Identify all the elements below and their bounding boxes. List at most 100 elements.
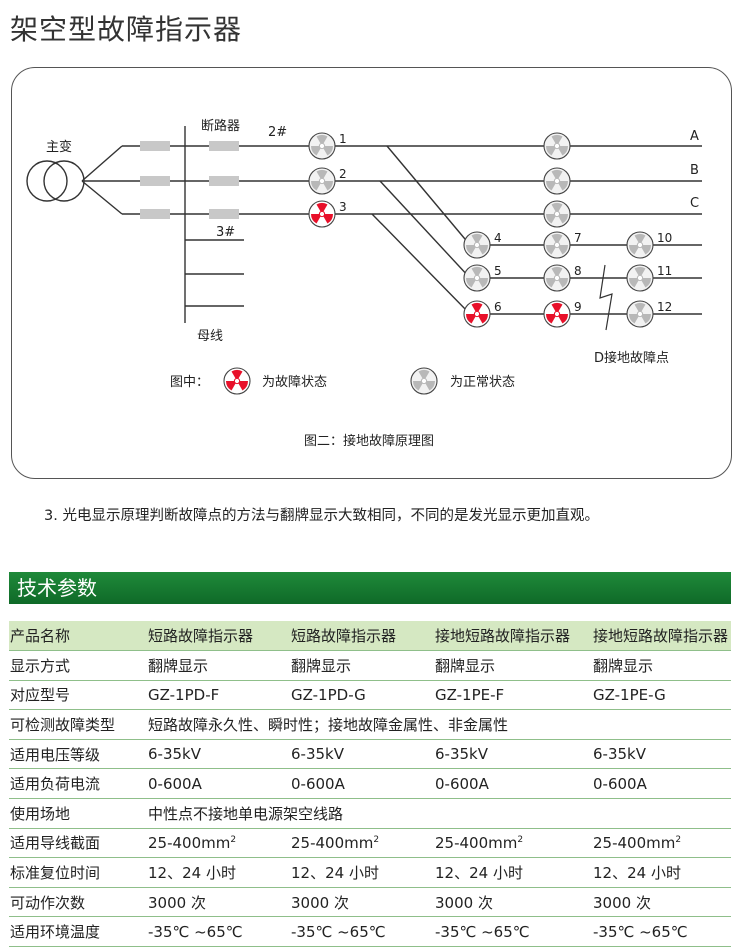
indicator-number: 11 <box>657 264 672 278</box>
table-cell: 0-600A <box>593 769 731 799</box>
phase-b-label: B <box>690 163 699 178</box>
row-label: 可检测故障类型 <box>10 716 116 735</box>
table-cell: 3000 次 <box>435 887 593 917</box>
phase-c-label: C <box>690 196 699 211</box>
normal-indicator-icon <box>463 231 491 259</box>
cell-value: 12、24 小时 <box>435 864 523 883</box>
superscript: 2 <box>517 834 524 845</box>
table-cell: -35℃ ~65℃ <box>435 917 593 947</box>
cell-value: 3000 次 <box>593 893 651 912</box>
table-cell: 25-400mm2 <box>148 828 291 858</box>
cell-value: 25-400mm <box>593 833 676 852</box>
spec-table: 产品名称短路故障指示器短路故障指示器接地短路故障指示器接地短路故障指示器显示方式… <box>9 621 731 947</box>
table-cell: -35℃ ~65℃ <box>148 917 291 947</box>
cell-value: 3000 次 <box>291 893 349 912</box>
principle-note: 3. 光电显示原理判断故障点的方法与翻牌显示大致相同，不同的是发光显示更加直观。 <box>44 508 599 524</box>
indicator-number: 10 <box>657 231 672 245</box>
table-cell: 6-35kV <box>291 739 435 769</box>
cell-value: 3000 次 <box>148 893 206 912</box>
indicator-number: 8 <box>574 264 582 278</box>
row-label: 适用电压等级 <box>10 745 101 764</box>
normal-indicator-icon <box>543 264 571 292</box>
indicator-number: 3 <box>339 200 347 214</box>
row-label: 适用环境温度 <box>10 923 101 942</box>
row-label: 可动作次数 <box>10 893 86 912</box>
indicator-number: 1 <box>339 132 347 146</box>
cell-value: -35℃ ~65℃ <box>291 922 386 941</box>
cell-value: GZ-1PE-G <box>593 685 666 704</box>
table-row: 适用环境温度-35℃ ~65℃-35℃ ~65℃-35℃ ~65℃-35℃ ~6… <box>9 917 731 947</box>
table-cell: 0-600A <box>291 769 435 799</box>
table-cell: GZ-1PD-F <box>148 680 291 710</box>
cell-value: GZ-1PD-G <box>291 685 366 704</box>
busbar-label: 母线 <box>197 329 223 344</box>
table-cell: 短路故障永久性、瞬时性；接地故障金属性、非金属性 <box>148 716 509 735</box>
table-cell: GZ-1PD-G <box>291 680 435 710</box>
table-cell: 12、24 小时 <box>435 858 593 888</box>
indicator-number: 2 <box>339 167 347 181</box>
cell-value: 翻牌显示 <box>435 656 496 675</box>
legend-normal-text: 为正常状态 <box>450 375 515 390</box>
cell-value: 接地短路故障指示器 <box>593 627 729 646</box>
cell-value: 12、24 小时 <box>148 864 236 883</box>
table-cell: 25-400mm2 <box>291 828 435 858</box>
insulator <box>209 141 239 151</box>
normal-indicator-icon <box>626 300 654 328</box>
legend-fault-icon <box>223 367 251 395</box>
table-cell: 中性点不接地单电源架空线路 <box>148 804 344 823</box>
cell-value: 0-600A <box>291 774 345 793</box>
cell-value: 短路故障指示器 <box>291 627 397 646</box>
cell-value: 25-400mm <box>291 833 374 852</box>
table-cell: GZ-1PE-G <box>593 680 731 710</box>
cell-value: -35℃ ~65℃ <box>435 922 530 941</box>
cell-value: 6-35kV <box>148 745 201 764</box>
table-cell: 12、24 小时 <box>593 858 731 888</box>
indicator-number: 4 <box>494 231 502 245</box>
table-cell: 25-400mm2 <box>435 828 593 858</box>
table-cell: 12、24 小时 <box>291 858 435 888</box>
table-cell: 3000 次 <box>148 887 291 917</box>
cell-value: 0-600A <box>435 774 489 793</box>
cell-value: 翻牌显示 <box>148 656 209 675</box>
row-label: 对应型号 <box>10 686 71 705</box>
indicator-number: 12 <box>657 300 672 314</box>
table-cell: GZ-1PE-F <box>435 680 593 710</box>
cell-value: GZ-1PD-F <box>148 685 220 704</box>
insulator <box>140 176 170 186</box>
legend-normal-icon <box>410 367 438 395</box>
table-cell: 0-600A <box>435 769 593 799</box>
section-title-technical-params: 技术参数 <box>9 572 731 604</box>
normal-indicator-icon <box>543 167 571 195</box>
breaker-label: 断路器 <box>201 118 240 134</box>
insulator <box>140 141 170 151</box>
cell-value: 25-400mm <box>435 833 518 852</box>
indicator-number: 6 <box>494 300 502 314</box>
transformer-label: 主变 <box>46 139 72 155</box>
table-cell: 3000 次 <box>291 887 435 917</box>
phase-a-label: A <box>690 129 699 144</box>
normal-indicator-icon <box>543 231 571 259</box>
cell-value: 12、24 小时 <box>291 864 379 883</box>
insulator <box>140 209 170 219</box>
row-label: 适用负荷电流 <box>10 775 101 794</box>
line-2-label: 2# <box>268 125 287 140</box>
cell-value: 6-35kV <box>291 745 344 764</box>
cell-value: 3000 次 <box>435 893 493 912</box>
row-label: 产品名称 <box>10 627 71 646</box>
row-label: 使用场地 <box>10 804 71 823</box>
normal-indicator-icon <box>626 264 654 292</box>
table-cell: 翻牌显示 <box>435 651 593 681</box>
table-cell: -35℃ ~65℃ <box>291 917 435 947</box>
table-cell: 12、24 小时 <box>148 858 291 888</box>
diagram-caption: 图二：接地故障原理图 <box>304 433 434 449</box>
normal-indicator-icon <box>543 132 571 160</box>
table-cell: 0-600A <box>148 769 291 799</box>
table-cell: 翻牌显示 <box>593 651 731 681</box>
table-row: 可检测故障类型 短路故障永久性、瞬时性；接地故障金属性、非金属性 <box>9 710 731 740</box>
indicator-number: 7 <box>574 231 582 245</box>
table-cell: 短路故障指示器 <box>148 621 291 651</box>
